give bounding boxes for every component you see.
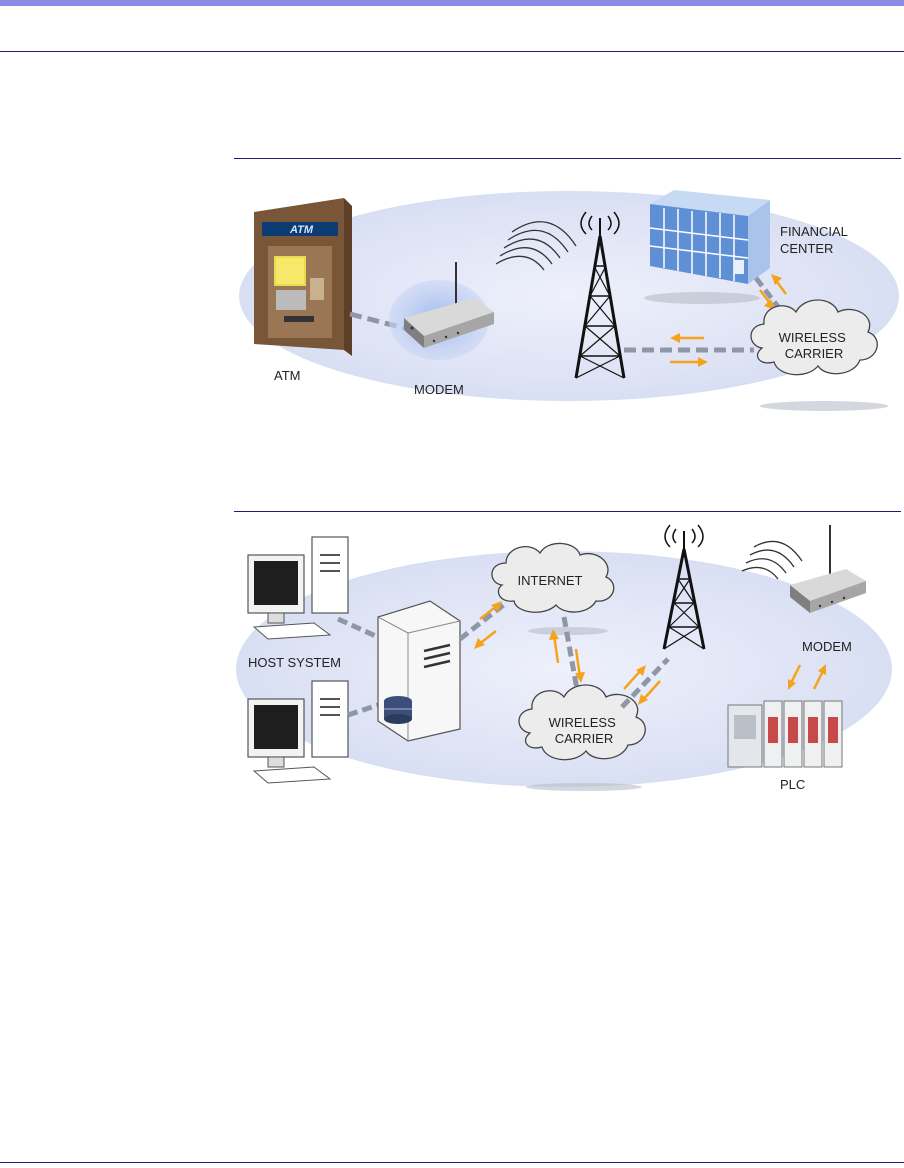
arrow-from-building-icon xyxy=(759,289,775,310)
header-accent-bar xyxy=(0,0,904,6)
cloud-shadow xyxy=(760,401,888,411)
link-computer1-server xyxy=(336,616,380,640)
arrow-to-tower-icon xyxy=(670,333,704,343)
modem-label: MODEM xyxy=(802,639,852,654)
modem-label: MODEM xyxy=(414,382,464,397)
modem-icon xyxy=(404,262,494,348)
link-carrier-tower xyxy=(620,657,670,709)
host-computer-2-icon xyxy=(247,680,349,784)
page-header-rule xyxy=(0,51,904,52)
arrow-to-building-icon xyxy=(771,274,787,295)
arrow-to-plc-icon xyxy=(788,664,802,690)
page-footer-rule xyxy=(0,1162,904,1163)
radio-waves-icon xyxy=(741,540,803,580)
arrow-to-modem-icon xyxy=(812,664,826,690)
arrow-to-internet-from-carrier-icon xyxy=(549,629,560,664)
financial-center-label: FINANCIAL CENTER xyxy=(780,224,851,256)
arrow-to-carrier-icon xyxy=(670,357,708,367)
building-shadow xyxy=(644,292,760,304)
arrow-to-carrier-from-tower-icon xyxy=(638,680,661,705)
host-system-label: HOST SYSTEM xyxy=(248,655,341,670)
carrier-shadow xyxy=(526,783,642,791)
internet-label: INTERNET xyxy=(518,573,583,588)
database-icon xyxy=(384,696,412,724)
arrow-to-server-icon xyxy=(474,630,497,649)
figure1-top-rule xyxy=(234,158,901,159)
atm-machine-icon: ATM xyxy=(254,198,352,356)
cell-tower-icon xyxy=(574,211,626,379)
arrow-to-internet-icon xyxy=(479,601,502,620)
atm-sign-text: ATM xyxy=(289,224,314,236)
radio-waves-icon xyxy=(495,221,577,271)
link-computer2-server xyxy=(347,702,379,718)
financial-center-building-icon xyxy=(649,190,770,284)
internet-cloud-icon xyxy=(491,542,615,613)
figure-atm-network: ATM ATM MODEM xyxy=(234,166,901,420)
wireless-carrier-label: WIRELESS CARRIER xyxy=(779,330,850,361)
cell-tower-icon xyxy=(662,524,706,650)
host-computer-1-icon xyxy=(247,536,349,640)
wireless-carrier-cloud-icon xyxy=(518,684,646,761)
wireless-carrier-label: WIRELESS CARRIER xyxy=(549,715,620,746)
atm-label: ATM xyxy=(274,368,300,383)
arrow-to-carrier-icon xyxy=(574,648,585,683)
link-internet-carrier xyxy=(561,616,581,696)
plc-icon xyxy=(727,700,843,768)
wireless-carrier-cloud-icon xyxy=(750,299,878,376)
figure-plc-network: HOST SYSTEM INTERNET xyxy=(234,519,901,809)
arrow-to-tower-icon xyxy=(623,665,646,690)
figure2-top-rule xyxy=(234,511,901,512)
plc-label: PLC xyxy=(780,777,805,792)
internet-shadow xyxy=(528,627,608,635)
modem-icon xyxy=(790,525,866,613)
